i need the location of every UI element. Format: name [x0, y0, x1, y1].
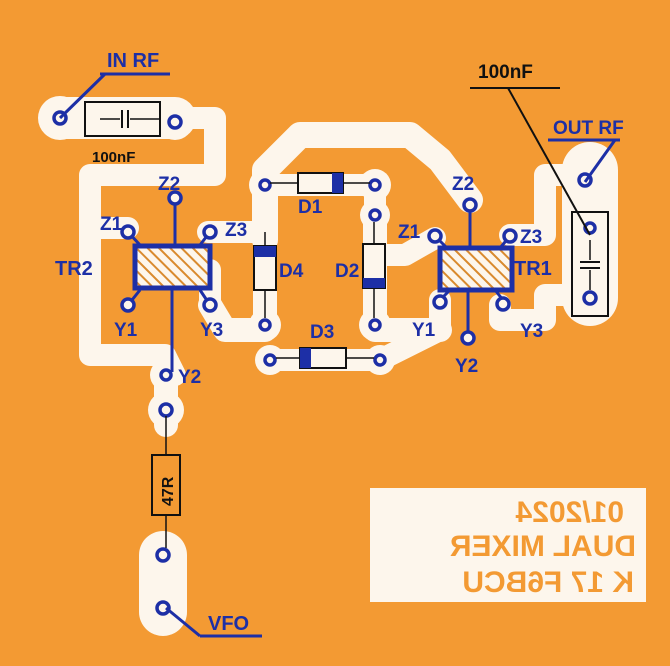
- tr2-y1-label: Y1: [114, 320, 138, 341]
- pcb-date: 01/2024: [515, 496, 624, 529]
- tr2-z1-label: Z1: [100, 214, 123, 235]
- transformer-tr2: TR2 Z2 Z1 Z3 Y1 Y3 Y2: [55, 174, 247, 388]
- tr2-y2-label: Y2: [178, 367, 201, 388]
- track-in-to-tr2: [79, 107, 226, 386]
- pcb-signature: 01/2024 DUAL MIXER K 17 F6BCU: [370, 488, 646, 602]
- tr1-y3-label: Y3: [520, 321, 543, 342]
- track-tr1-y1: [369, 289, 451, 371]
- tr1-z3-label: Z3: [520, 227, 542, 248]
- d1-label: D1: [298, 197, 323, 218]
- d2-label: D2: [335, 261, 359, 282]
- tr1-label: TR1: [514, 258, 552, 280]
- in-rf-label: IN RF: [107, 50, 159, 72]
- tr2-label: TR2: [55, 258, 93, 280]
- capacitor-in-label: 100nF: [92, 149, 135, 166]
- pcb-title: DUAL MIXER: [450, 530, 636, 563]
- resistor-47r: 47R: [151, 416, 181, 548]
- d3-label: D3: [310, 322, 334, 343]
- out-rf-marker: OUT RF: [548, 118, 624, 183]
- d4-label: D4: [279, 261, 304, 282]
- capacitor-in: 100nF: [84, 101, 161, 166]
- tr1-y1-label: Y1: [412, 320, 436, 341]
- tr1-y2-label: Y2: [455, 356, 478, 377]
- tr1-z2-label: Z2: [452, 174, 474, 195]
- diode-d2: D2: [335, 222, 386, 318]
- resistor-label: 47R: [160, 476, 177, 506]
- in-rf-marker: IN RF: [58, 50, 170, 120]
- track-tr1-out: [489, 284, 601, 331]
- tr2-z3-label: Z3: [225, 220, 247, 241]
- vfo-label: VFO: [208, 613, 249, 635]
- capacitor-out-label: 100nF: [478, 62, 533, 83]
- tr2-y3-label: Y3: [200, 320, 223, 341]
- vfo-marker: VFO: [165, 606, 262, 638]
- tr1-z1-label: Z1: [398, 222, 421, 243]
- tr2-z2-label: Z2: [158, 174, 180, 195]
- out-rf-label: OUT RF: [553, 118, 624, 139]
- pcb-author: K 17 F6BCU: [462, 566, 634, 599]
- diode-d4: D4: [253, 232, 304, 318]
- capacitor-out: 100nF: [470, 62, 609, 317]
- transformer-tr1: TR1 Z2 Z1 Z3 Y1 Y3 Y2: [398, 174, 552, 377]
- diode-d3: D3: [276, 322, 374, 369]
- diode-d1: D1: [270, 172, 370, 218]
- pads: [38, 96, 614, 628]
